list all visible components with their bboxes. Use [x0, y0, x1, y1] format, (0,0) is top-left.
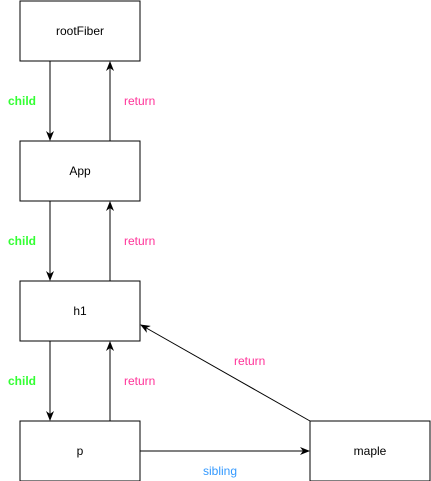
node-app-box [19, 140, 141, 202]
edge-label-return-4: return [234, 354, 265, 368]
node-app[interactable]: App [19, 140, 141, 202]
node-maple[interactable]: maple [309, 420, 431, 481]
node-rootfiber[interactable]: rootFiber [19, 0, 141, 62]
edge-label-return-3: return [124, 374, 155, 388]
edge-label-return-1: return [124, 94, 155, 108]
node-rootfiber-label: rootFiber [56, 24, 104, 38]
node-rootfiber-box [19, 0, 141, 62]
node-h1-label: h1 [73, 304, 87, 318]
edge-label-sibling: sibling [203, 464, 237, 478]
edge-label-child-1: child [8, 94, 36, 108]
node-maple-label: maple [354, 444, 387, 458]
edge-maple-to-h1-return [140, 324, 311, 422]
node-h1-box [19, 280, 141, 342]
node-h1[interactable]: h1 [19, 280, 141, 342]
node-maple-box [309, 420, 431, 481]
edge-label-child-2: child [8, 234, 36, 248]
node-p-label: p [77, 444, 84, 458]
edge-label-return-2: return [124, 234, 155, 248]
edge-label-child-3: child [8, 374, 36, 388]
node-app-label: App [69, 164, 91, 178]
node-p[interactable]: p [19, 420, 141, 481]
